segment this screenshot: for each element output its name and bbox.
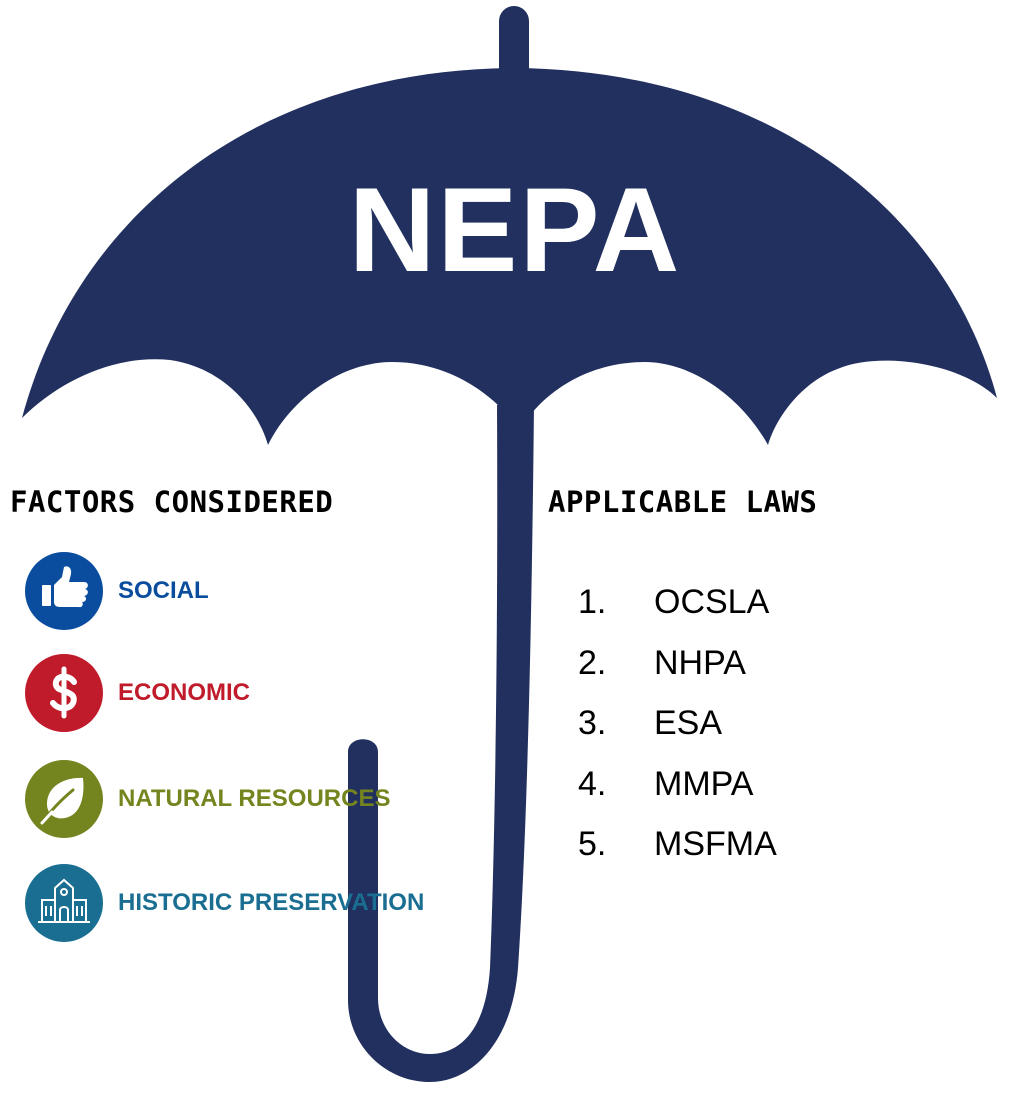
factor-label-natural-resources: NATURAL RESOURCES (118, 785, 391, 812)
law-name: OCSLA (654, 583, 770, 621)
law-number: 1. (578, 583, 607, 621)
law-name: ESA (654, 704, 723, 742)
umbrella-title: NEPA (348, 163, 682, 297)
factor-social: SOCIAL (25, 552, 525, 632)
factors-heading: FACTORS CONSIDERED (10, 485, 334, 519)
law-item: 1. OCSLA (578, 572, 777, 633)
law-number: 3. (578, 704, 607, 742)
law-name: MSFMA (654, 825, 777, 863)
law-item: 4. MMPA (578, 754, 777, 815)
dollar-sign-icon (25, 654, 103, 732)
factor-label-historic-preservation: HISTORIC PRESERVATION (118, 889, 425, 916)
law-number: 5. (578, 825, 607, 863)
laws-heading: APPLICABLE LAWS (548, 485, 818, 519)
law-number: 2. (578, 643, 607, 682)
law-item: 5. MSFMA (578, 814, 777, 875)
leaf-icon (25, 760, 103, 838)
factor-label-social: SOCIAL (118, 577, 209, 604)
factor-natural-resources: NATURAL RESOURCES (25, 760, 525, 840)
umbrella-handle (348, 405, 534, 1082)
laws-list: 1. OCSLA 2. NHPA 3. ESA 4. MMPA 5. MSFMA (578, 572, 777, 875)
umbrella-tip (499, 6, 529, 86)
law-number: 4. (578, 764, 607, 803)
law-name: NHPA (654, 643, 746, 682)
factor-historic-preservation: HISTORIC PRESERVATION (25, 864, 525, 944)
historic-building-icon (25, 864, 103, 942)
thumbs-up-icon (25, 552, 103, 630)
law-name: MMPA (654, 764, 754, 803)
law-item: 2. NHPA (578, 633, 777, 694)
factor-label-economic: ECONOMIC (118, 679, 250, 706)
factor-economic: ECONOMIC (25, 654, 525, 734)
umbrella-canopy (22, 68, 997, 445)
law-item: 3. ESA (578, 693, 777, 754)
